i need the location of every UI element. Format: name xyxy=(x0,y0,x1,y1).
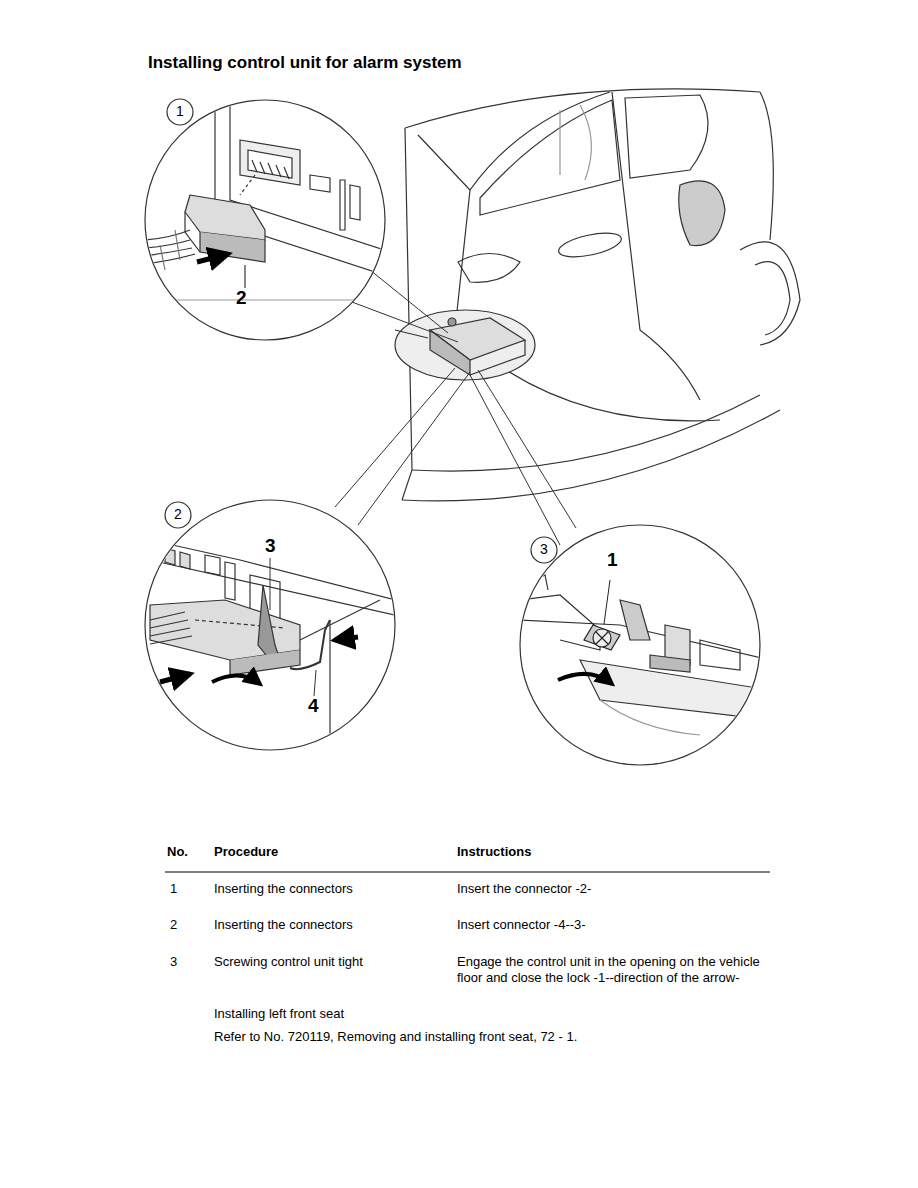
detail-circle xyxy=(145,500,395,750)
callout-number: 3 xyxy=(540,542,548,557)
table-cell: Insert the connector -2- xyxy=(457,881,777,897)
car-outline xyxy=(402,89,800,501)
lock-screw xyxy=(584,580,620,650)
callout-number: 1 xyxy=(607,548,618,572)
callout-number: 2 xyxy=(236,286,247,310)
table-header: Procedure xyxy=(214,844,278,860)
callout-circle: 1 xyxy=(166,98,194,126)
leader-line xyxy=(270,558,271,610)
arrow xyxy=(160,674,190,682)
lever-connector-detail xyxy=(150,540,395,735)
lock-detail xyxy=(520,575,770,735)
table-cell: Screwing control unit tight xyxy=(214,954,363,970)
callout-circle: 2 xyxy=(164,501,192,529)
note: Installing left front seat xyxy=(214,1006,344,1022)
table-header: Instructions xyxy=(457,844,531,860)
table-cell: Engage the control unit in the opening o… xyxy=(457,954,775,987)
detail-circle xyxy=(145,100,385,340)
connector-detail xyxy=(145,90,400,300)
table-cell: Inserting the connectors xyxy=(214,917,353,933)
control-unit-in-floor xyxy=(395,310,535,380)
table-cell: 3 xyxy=(170,954,177,970)
callout-circle: 3 xyxy=(530,536,558,564)
table-cell: Inserting the connectors xyxy=(214,881,353,897)
callout-number: 2 xyxy=(174,507,182,522)
page-title: Installing control unit for alarm system xyxy=(148,52,462,73)
table-rule xyxy=(165,872,770,873)
arrow xyxy=(197,254,228,262)
leader-line xyxy=(314,670,316,696)
note: Refer to No. 720119, Removing and instal… xyxy=(214,1029,714,1045)
callout-number: 1 xyxy=(176,104,184,119)
table-cell: Insert connector -4--3- xyxy=(457,917,777,933)
table-cell: 1 xyxy=(170,881,177,897)
table-header: No. xyxy=(167,844,188,860)
rotate-arrow xyxy=(558,674,612,684)
callout-number: 3 xyxy=(265,534,276,558)
detail-circle xyxy=(520,525,760,765)
callout-number: 4 xyxy=(308,694,319,718)
rotate-arrow xyxy=(212,675,260,684)
table-cell: 2 xyxy=(170,917,177,933)
arrow xyxy=(335,637,358,640)
leader-lines xyxy=(335,270,576,545)
